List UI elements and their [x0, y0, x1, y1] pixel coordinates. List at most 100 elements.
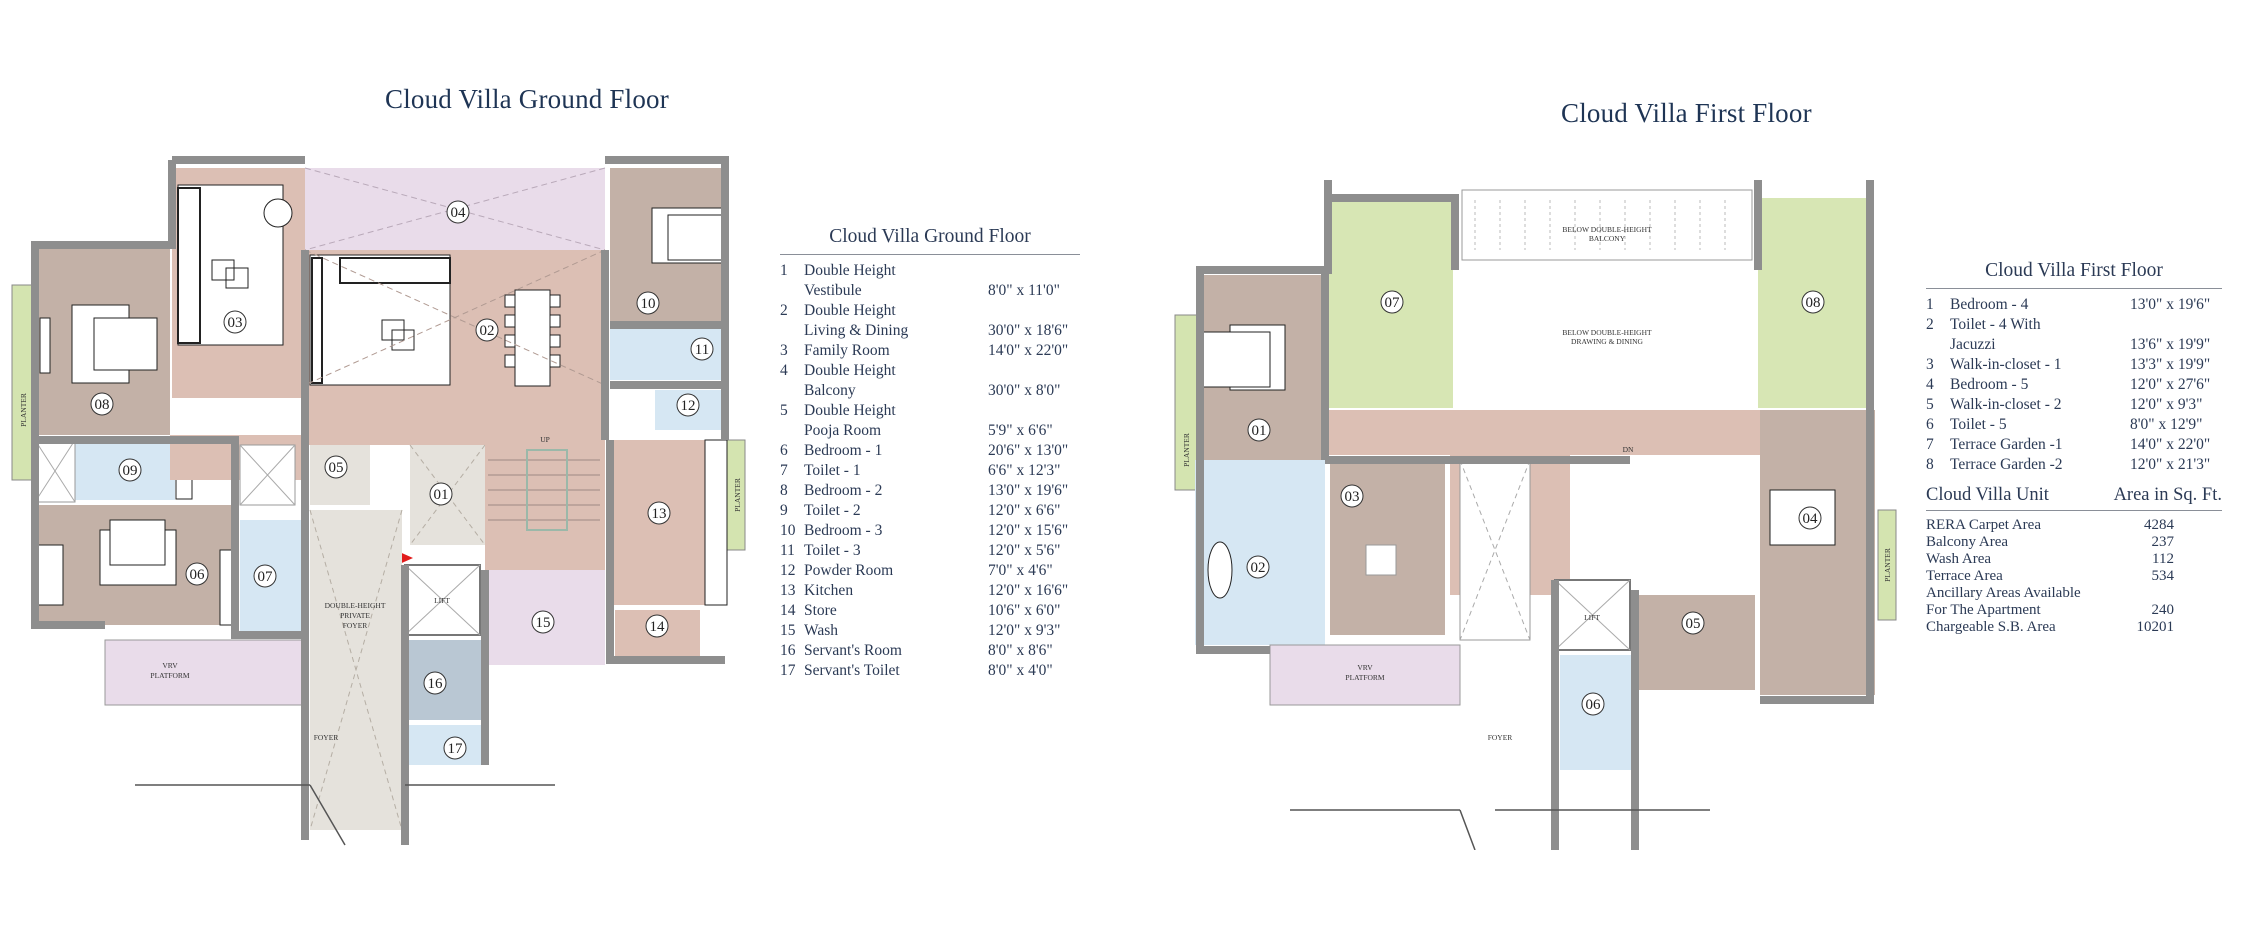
room-name: Bedroom - 3	[804, 522, 883, 539]
room-dimension: 10'6" x 6'0"	[988, 602, 1061, 619]
svg-text:09: 09	[123, 463, 138, 479]
room-name: Servant's Room	[804, 642, 902, 659]
room-name-cont: Pooja Room	[804, 422, 882, 439]
svg-text:08: 08	[1806, 295, 1821, 311]
ground-legend-title: Cloud Villa Ground Floor	[780, 226, 1080, 255]
label-balcony-2: BALCONY	[1589, 234, 1626, 243]
room-dimension: 12'0" x 21'3"	[2130, 456, 2211, 473]
area-value: 10201	[2136, 619, 2175, 635]
first-floor-plan: 01 02 03 04 05 06 07 08 BELOW DOUBLE-HEI…	[1174, 180, 1897, 850]
room-number: 3	[780, 342, 788, 359]
svg-text:11: 11	[695, 342, 709, 358]
room-dimension: 13'3" x 19'9"	[2130, 356, 2211, 373]
svg-text:06: 06	[190, 567, 206, 583]
room-number: 8	[1926, 456, 1934, 473]
room-number: 2	[1926, 316, 1934, 333]
room-number: 1	[780, 262, 788, 279]
room-name: Kitchen	[804, 582, 854, 599]
label-platform: PLATFORM	[1345, 673, 1385, 682]
room-dimension: 12'0" x 9'3"	[988, 622, 1061, 639]
area-name: Terrace Area	[1926, 568, 2003, 584]
first-floor-title: Cloud Villa First Floor	[1561, 98, 1812, 128]
svg-text:03: 03	[1345, 489, 1360, 505]
room-name-cont: Living & Dining	[804, 322, 909, 339]
room-tags: 04 03 02 10 11 12 08 09 05 01 13 06 07 1…	[90, 200, 714, 760]
svg-text:16: 16	[428, 676, 444, 692]
area-name: Balcony Area	[1926, 534, 2009, 550]
room-dimension: 5'9" x 6'6"	[988, 422, 1053, 439]
planter-left	[11, 284, 35, 481]
svg-text:14: 14	[650, 619, 666, 635]
label-drawing-1: BELOW DOUBLE-HEIGHT	[1562, 328, 1652, 337]
label-foyer: FOYER	[1488, 733, 1513, 742]
unit-area-header-left: Cloud Villa Unit	[1926, 485, 2049, 505]
svg-text:10: 10	[641, 296, 656, 312]
svg-text:01: 01	[1252, 423, 1267, 439]
legend-row-cont: Living & Dining 30'0" x 18'6"	[780, 321, 1080, 341]
room-dimension: 14'0" x 22'0"	[2130, 436, 2211, 453]
ground-floor-plan: 04 03 02 10 11 12 08 09 05 01 13 06 07 1…	[11, 156, 746, 846]
room-name: Bedroom - 4	[1950, 296, 2029, 313]
area-value: 4284	[2144, 517, 2174, 533]
area-value: 112	[2152, 551, 2174, 567]
room-name-cont: Balcony	[804, 382, 856, 399]
room-dimension: 20'6" x 13'0"	[988, 442, 1069, 459]
room-number: 6	[1926, 416, 1934, 433]
room-name: Double Height	[804, 402, 896, 419]
room-number: 10	[780, 522, 796, 539]
room-name: Walk-in-closet - 1	[1950, 356, 2062, 373]
room-dimension: 30'0" x 18'6"	[988, 322, 1069, 339]
svg-text:17: 17	[448, 741, 464, 757]
room-name-cont: Vestibule	[804, 282, 862, 299]
label-vrv: VRV	[1357, 663, 1373, 672]
room-tags: 01 02 03 04 05 06 07 08	[1246, 290, 1825, 716]
room-name-cont: Jacuzzi	[1950, 336, 1996, 353]
svg-text:15: 15	[536, 615, 551, 631]
room-dimension: 12'0" x 6'6"	[988, 502, 1061, 519]
room-dimension: 30'0" x 8'0"	[988, 382, 1061, 399]
room-number: 7	[1926, 436, 1934, 453]
room-dimension: 14'0" x 22'0"	[988, 342, 1069, 359]
area-value: 240	[2151, 602, 2175, 618]
room-name: Double Height	[804, 262, 896, 279]
legend-row: 1 Double Height	[780, 261, 1080, 281]
room-name: Walk-in-closet - 2	[1950, 396, 2062, 413]
room-number: 9	[780, 502, 788, 519]
room-number: 5	[780, 402, 788, 419]
label-private-foyer-1: DOUBLE-HEIGHT	[325, 601, 386, 610]
svg-text:04: 04	[1803, 511, 1819, 527]
room-dimension: 12'0" x 5'6"	[988, 542, 1061, 559]
label-dn: DN	[1623, 445, 1634, 454]
room-number: 8	[780, 482, 788, 499]
room-number: 15	[780, 622, 796, 639]
svg-text:05: 05	[1686, 616, 1701, 632]
room-name: Toilet - 1	[804, 462, 861, 479]
room-dimension: 8'0" x 8'6"	[988, 642, 1053, 659]
room-name: Toilet - 2	[804, 502, 861, 519]
unit-area-header: Cloud Villa Unit Area in Sq. Ft.	[1926, 485, 2222, 511]
below-balcony	[1461, 189, 1753, 261]
